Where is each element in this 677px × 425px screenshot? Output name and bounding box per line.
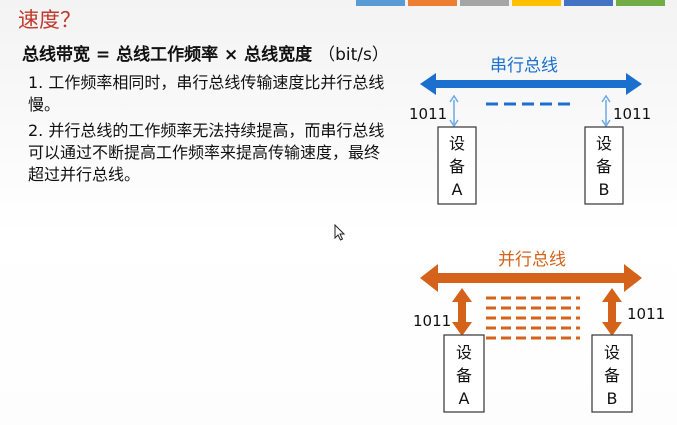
slide-title: 速度？ bbox=[18, 8, 81, 32]
serial-left-arrow-bottom bbox=[449, 119, 459, 128]
parallel-device-a-line1: 设 bbox=[456, 343, 472, 362]
parallel-device-a-line3: A bbox=[459, 389, 470, 408]
color-tab-5 bbox=[564, 0, 613, 6]
theme-color-strip bbox=[356, 0, 665, 6]
formula-unit: （bit/s） bbox=[318, 45, 389, 65]
serial-device-b-line2: 备 bbox=[596, 157, 612, 176]
parallel-device-b-box bbox=[591, 334, 633, 413]
serial-device-b-line1: 设 bbox=[596, 134, 612, 153]
parallel-bus-label: 并行总线 bbox=[498, 250, 566, 270]
serial-left-data: 1011 bbox=[409, 105, 447, 123]
serial-bus-diagram: 串行总线 1011 1011 设 备 A 设 备 B bbox=[409, 56, 651, 205]
serial-bus-label: 串行总线 bbox=[490, 56, 558, 76]
color-tab-2 bbox=[408, 0, 457, 6]
parallel-right-data: 1011 bbox=[627, 305, 665, 323]
parallel-device-a-box bbox=[443, 334, 485, 413]
point-2: 2. 并行总线的工作频率无法持续提高，而串行总线可以通过不断提高工作频率来提高传… bbox=[28, 121, 385, 184]
serial-device-a-line2: 备 bbox=[449, 157, 465, 176]
color-tab-4 bbox=[512, 0, 561, 6]
bandwidth-formula: 总线带宽 = 总线工作频率 × 总线宽度 （bit/s） bbox=[22, 40, 389, 65]
parallel-right-arrow bbox=[602, 288, 622, 336]
parallel-left-arrow bbox=[452, 288, 472, 336]
serial-device-a-box bbox=[437, 126, 477, 205]
formula-text: 总线带宽 = 总线工作频率 × 总线宽度 bbox=[22, 45, 313, 65]
parallel-bus-arrow bbox=[420, 264, 642, 292]
parallel-left-data: 1011 bbox=[413, 312, 451, 330]
parallel-device-a-line2: 备 bbox=[456, 366, 472, 385]
serial-left-arrow-top bbox=[449, 94, 459, 103]
point-1: 1. 工作频率相同时，串行总线传输速度比并行总线慢。 bbox=[28, 73, 385, 114]
mouse-pointer-icon bbox=[334, 224, 346, 241]
parallel-bus-diagram: 并行总线 1011 1011 设 备 A 设 备 B bbox=[413, 250, 665, 413]
parallel-device-b-line3: B bbox=[607, 389, 618, 408]
parallel-device-b-line1: 设 bbox=[604, 343, 620, 362]
color-tab-6 bbox=[616, 0, 665, 6]
serial-device-a-line3: A bbox=[452, 180, 463, 199]
serial-device-a-line1: 设 bbox=[449, 134, 465, 153]
serial-bus-arrow bbox=[420, 73, 642, 95]
serial-device-b-box bbox=[584, 126, 624, 205]
color-tab-1 bbox=[356, 0, 405, 6]
parallel-device-b-line2: 备 bbox=[604, 366, 620, 385]
color-tab-3 bbox=[460, 0, 509, 6]
serial-device-b-line3: B bbox=[599, 180, 610, 199]
serial-right-arrow-bottom bbox=[601, 119, 611, 128]
serial-right-arrow-top bbox=[601, 94, 611, 103]
serial-right-data: 1011 bbox=[613, 105, 651, 123]
